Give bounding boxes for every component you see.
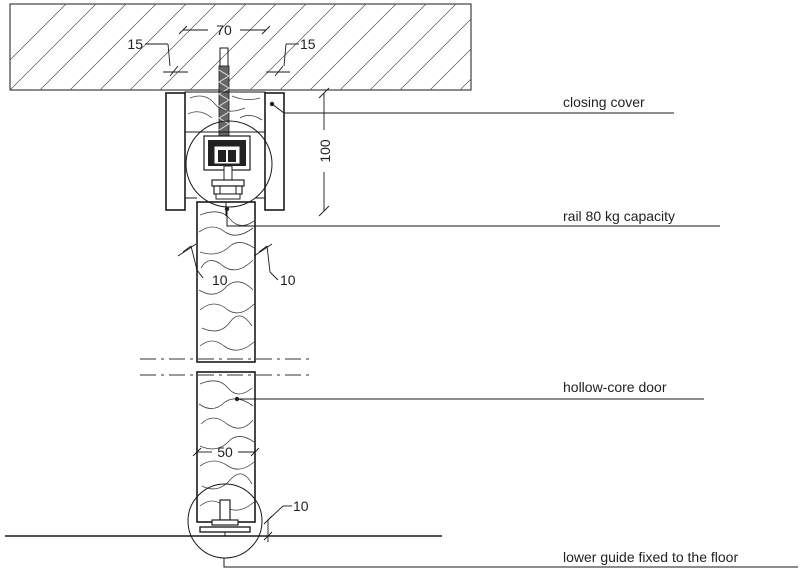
lower-guide [187, 483, 263, 559]
head-track [165, 91, 285, 211]
callout-closing-cover: closing cover [269, 94, 674, 114]
callout-door: hollow-core door [234, 379, 704, 402]
cover-height-dimension: 100 [316, 87, 333, 217]
dim-ceiling-width: 70 [216, 22, 232, 38]
dim-cover-height: 100 [317, 139, 333, 163]
label-closing-cover: closing cover [563, 94, 645, 110]
rail-detail [185, 120, 273, 208]
dim-ceiling-right: 15 [300, 36, 316, 52]
dim-door-left: 10 [212, 272, 228, 288]
ceiling-dimensions: 70 15 15 [127, 22, 316, 77]
dim-door-thickness: 50 [217, 444, 233, 460]
ceiling-slab [9, 3, 472, 91]
label-door: hollow-core door [563, 379, 667, 395]
label-rail: rail 80 kg capacity [563, 208, 675, 224]
floor-gap-dimension: 10 [263, 498, 309, 542]
callout-rail: rail 80 kg capacity [224, 206, 720, 227]
door-upper [196, 201, 256, 363]
dim-ceiling-left: 15 [127, 36, 143, 52]
dim-door-right: 10 [280, 272, 296, 288]
label-guide: lower guide fixed to the floor [563, 549, 738, 565]
door-dimensions: 10 10 50 [177, 243, 296, 460]
dim-floor-gap: 10 [293, 498, 309, 514]
callout-guide: lower guide fixed to the floor [223, 549, 798, 568]
